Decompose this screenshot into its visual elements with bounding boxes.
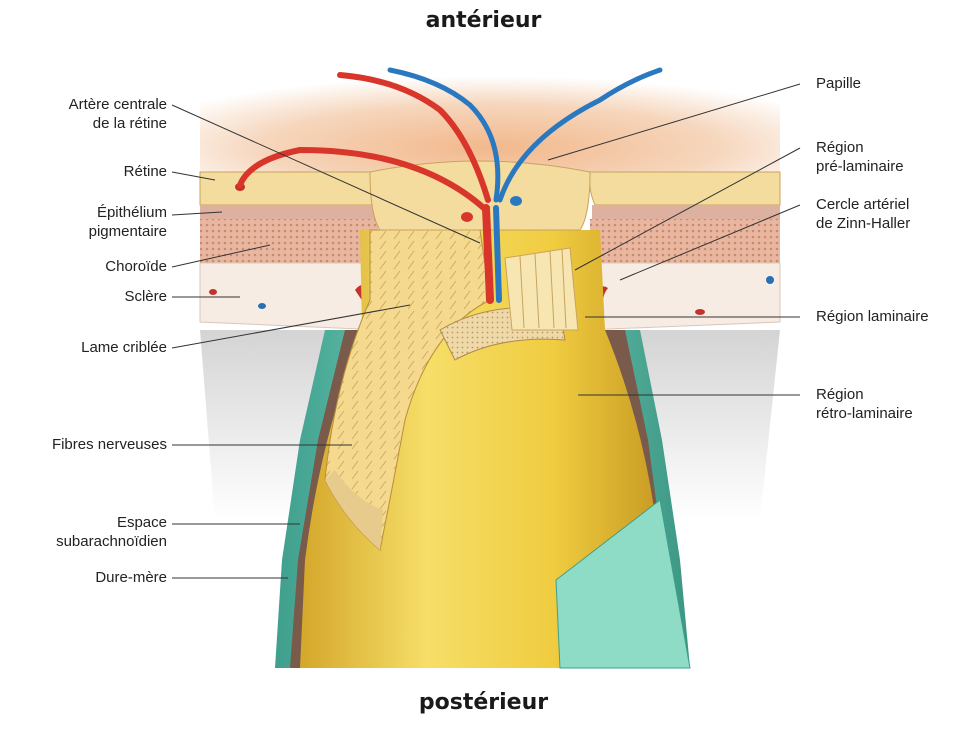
- label-lame-criblee: Lame criblée: [81, 338, 167, 357]
- label-sclere: Sclère: [124, 287, 167, 306]
- label-line: rétro-laminaire: [816, 404, 913, 423]
- central-retinal-artery: [486, 208, 490, 300]
- retina-layer-right: [590, 172, 780, 205]
- vessel-red-sclera-left-2: [209, 289, 217, 295]
- heading-posterior: postérieur: [0, 690, 967, 715]
- label-epithelium: Épithélium pigmentaire: [89, 203, 167, 241]
- choroid-layer-left: [200, 219, 378, 263]
- label-line: Région: [816, 138, 904, 157]
- label-region-retrolaminaire: Région rétro-laminaire: [816, 385, 913, 423]
- label-cercle-arteriel: Cercle artériel de Zinn-Haller: [816, 195, 910, 233]
- vessel-cut-artery: [461, 212, 473, 222]
- label-dure-mere: Dure-mère: [95, 568, 167, 587]
- epithelium-layer-left: [200, 205, 375, 219]
- left-layers: [200, 172, 382, 330]
- vessel-cut-vein: [510, 196, 522, 206]
- vessel-red-sclera-right-2: [695, 309, 705, 315]
- label-line: de la rétine: [69, 114, 167, 133]
- label-fibres-nerveuses: Fibres nerveuses: [52, 435, 167, 454]
- papilla-background: [200, 65, 780, 175]
- prelaminar-block: [505, 248, 578, 330]
- label-line: pigmentaire: [89, 222, 167, 241]
- vessel-blue-sclera-right: [766, 276, 774, 284]
- central-retinal-vein: [496, 208, 499, 300]
- label-choroide: Choroïde: [105, 257, 167, 276]
- label-line: Artère centrale: [69, 95, 167, 114]
- label-line: Espace: [56, 513, 167, 532]
- label-line: de Zinn-Haller: [816, 214, 910, 233]
- epithelium-layer-right: [592, 205, 780, 219]
- label-line: Région: [816, 385, 913, 404]
- label-espace-subarachnoidien: Espace subarachnoïdien: [56, 513, 167, 551]
- vessel-blue-sclera-left: [258, 303, 266, 309]
- label-retine: Rétine: [124, 162, 167, 181]
- label-region-laminaire: Région laminaire: [816, 307, 929, 326]
- label-line: Cercle artériel: [816, 195, 910, 214]
- label-artere-centrale: Artère centrale de la rétine: [69, 95, 167, 133]
- heading-anterior: antérieur: [0, 8, 967, 33]
- sclera-layer-right: [585, 263, 780, 330]
- label-line: Épithélium: [89, 203, 167, 222]
- right-layers: [585, 172, 780, 330]
- label-region-prelaminaire: Région pré-laminaire: [816, 138, 904, 176]
- retina-layer-left: [200, 172, 375, 205]
- label-line: pré-laminaire: [816, 157, 904, 176]
- label-line: subarachnoïdien: [56, 532, 167, 551]
- label-papille: Papille: [816, 74, 861, 93]
